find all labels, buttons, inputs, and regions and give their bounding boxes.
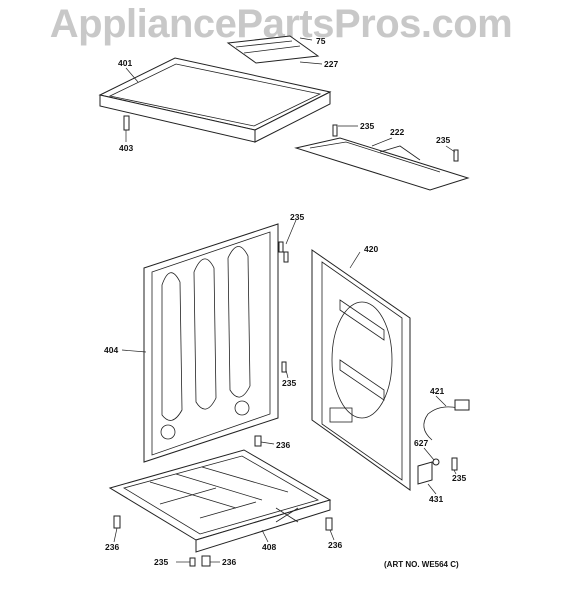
label-75: 75 xyxy=(316,36,326,46)
label-235-cord: 235 xyxy=(452,473,466,483)
part-420-front-panel xyxy=(311,249,411,491)
part-404-back-panel xyxy=(143,223,279,463)
label-236-center: 236 xyxy=(276,440,290,450)
part-227-bracket xyxy=(226,35,320,64)
screws xyxy=(113,241,333,567)
label-227: 227 xyxy=(324,59,338,69)
label-222: 222 xyxy=(390,127,404,137)
label-420: 420 xyxy=(364,244,378,254)
label-235-panel: 235 xyxy=(290,212,304,222)
label-236-left: 236 xyxy=(105,542,119,552)
part-222-rear-bracket xyxy=(294,124,470,191)
label-421: 421 xyxy=(430,386,444,396)
part-421-power-cord xyxy=(417,399,470,485)
part-401-top-panel xyxy=(98,57,332,143)
part-403-screw xyxy=(123,115,130,131)
part-labels: 401 75 227 403 235 222 235 235 420 404 2… xyxy=(104,36,466,567)
label-235-mid: 235 xyxy=(282,378,296,388)
label-235-bottom: 235 xyxy=(154,557,168,567)
part-408-base xyxy=(108,449,332,553)
label-236-right: 236 xyxy=(328,540,342,550)
label-408: 408 xyxy=(262,542,276,552)
label-401: 401 xyxy=(118,58,132,68)
label-404: 404 xyxy=(104,345,118,355)
leader-lines xyxy=(113,37,457,563)
art-number: (ART NO. WE564 C) xyxy=(384,560,459,569)
label-236-bottom: 236 xyxy=(222,557,236,567)
label-431: 431 xyxy=(429,494,443,504)
label-403: 403 xyxy=(119,143,133,153)
label-627: 627 xyxy=(414,438,428,448)
label-235-right: 235 xyxy=(436,135,450,145)
label-235-top: 235 xyxy=(360,121,374,131)
